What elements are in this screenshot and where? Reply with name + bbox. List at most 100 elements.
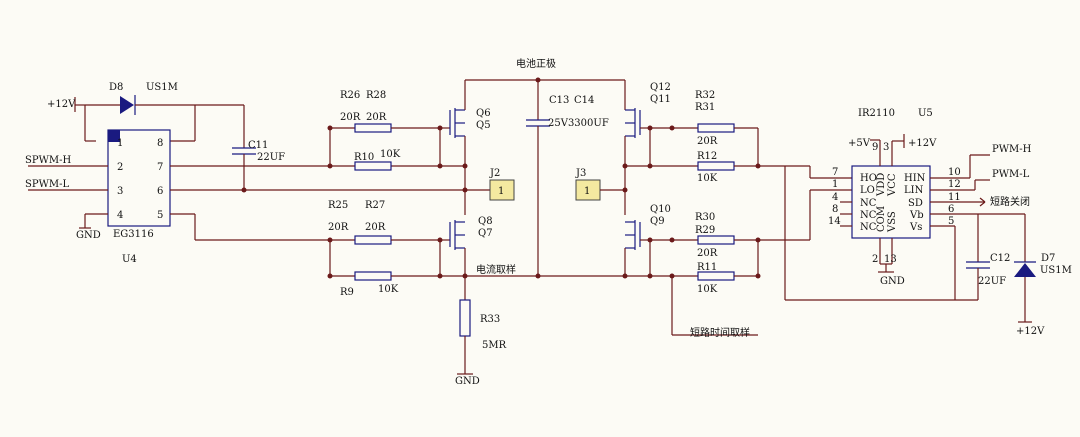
r11-value: 10K bbox=[697, 284, 718, 295]
current-sense-label: 电流取样 bbox=[476, 263, 516, 276]
eg3116-label: EG3116 bbox=[113, 229, 154, 240]
gnd-u4-label: GND bbox=[76, 230, 101, 241]
r10-value: 10K bbox=[380, 149, 401, 160]
r9-label: R9 bbox=[340, 287, 354, 298]
q8-q7-mosfet bbox=[440, 220, 465, 250]
q6-q5-mosfet bbox=[440, 108, 465, 138]
u5-num-12: 12 bbox=[948, 179, 961, 190]
r10-label: R10 bbox=[354, 152, 374, 163]
r30-r29-resistor bbox=[697, 235, 735, 245]
u5-num-7: 7 bbox=[832, 167, 838, 178]
u4-pin-4: 4 bbox=[117, 210, 123, 221]
u5-pin-lo: LO bbox=[860, 185, 875, 196]
u5-label: U5 bbox=[918, 108, 933, 119]
short-time-sense-label: 短路时间取样 bbox=[690, 326, 750, 339]
r11-resistor bbox=[697, 271, 735, 281]
plus12-left-label: +12V bbox=[47, 99, 76, 110]
d7-diode bbox=[1014, 214, 1036, 323]
d7-label: D7 bbox=[1041, 253, 1055, 264]
r31-label: R31 bbox=[695, 102, 715, 113]
r27-value: 20R bbox=[365, 222, 386, 233]
u5-num-13: 13 bbox=[884, 254, 897, 265]
u5-pin-com: COM bbox=[876, 206, 887, 232]
r25-r27-resistor bbox=[354, 235, 392, 245]
r26-label: R26 bbox=[340, 90, 360, 101]
r25-value: 20R bbox=[328, 222, 349, 233]
d8-part-label: US1M bbox=[146, 82, 178, 93]
r12-label: R12 bbox=[697, 151, 717, 162]
j3-label: J3 bbox=[575, 168, 586, 179]
q7-label: Q7 bbox=[478, 228, 493, 239]
plus12-d7-label: +12V bbox=[1016, 326, 1045, 337]
u5-pin-vss: VSS bbox=[887, 211, 898, 233]
q9-label: Q9 bbox=[650, 216, 665, 227]
u5-num-4: 4 bbox=[832, 192, 838, 203]
r26-value: 20R bbox=[340, 112, 361, 123]
r9-resistor bbox=[354, 271, 392, 281]
u4-pin-8: 8 bbox=[157, 138, 163, 149]
r32-value: 20R bbox=[697, 136, 718, 147]
u5-pin-nc2: NC bbox=[860, 210, 877, 221]
u4-pin-2: 2 bbox=[117, 162, 123, 173]
pwm-h-label: PWM-H bbox=[992, 144, 1032, 155]
u4-pin-6: 6 bbox=[157, 186, 163, 197]
c11-label: C11 bbox=[248, 140, 268, 151]
r32-r31-resistor bbox=[697, 123, 735, 133]
c14-label: C14 bbox=[574, 95, 594, 106]
u5-num-5: 5 bbox=[948, 216, 954, 227]
u5-pin-lin: LIN bbox=[904, 185, 924, 196]
q8-label: Q8 bbox=[478, 216, 493, 227]
u5-num-9: 9 bbox=[872, 142, 878, 153]
u5-num-1: 1 bbox=[832, 179, 838, 190]
u5-num-8: 8 bbox=[832, 204, 838, 215]
short-off-label: 短路关闭 bbox=[990, 195, 1030, 208]
r28-value: 20R bbox=[366, 112, 387, 123]
u4-pin-5: 5 bbox=[157, 210, 163, 221]
r33-label: R33 bbox=[480, 314, 500, 325]
r12-value: 10K bbox=[697, 173, 718, 184]
r32-label: R32 bbox=[695, 90, 715, 101]
d7-part-label: US1M bbox=[1040, 265, 1072, 276]
j2-pin: 1 bbox=[498, 186, 504, 197]
u5-num-11: 11 bbox=[948, 192, 961, 203]
u5-pin-hin: HIN bbox=[904, 173, 926, 184]
r12-resistor bbox=[697, 161, 735, 171]
r25-label: R25 bbox=[328, 200, 348, 211]
u5-num-3: 3 bbox=[883, 142, 889, 153]
j2-label: J2 bbox=[489, 168, 500, 179]
gnd-u5-label: GND bbox=[880, 276, 905, 287]
q12-q11-mosfet bbox=[625, 108, 650, 138]
u5-pin-vcc: VCC bbox=[887, 173, 898, 197]
j2-connector bbox=[489, 179, 515, 201]
u5-pin-vdd: VDD bbox=[876, 173, 887, 197]
u5-num-2: 2 bbox=[872, 254, 878, 265]
r27-label: R27 bbox=[365, 200, 385, 211]
u4-label: U4 bbox=[122, 254, 137, 265]
u4-pin-3: 3 bbox=[117, 186, 123, 197]
plus12-u5-label: +12V bbox=[908, 138, 937, 149]
u5-num-6: 6 bbox=[948, 204, 954, 215]
c12-value: 22UF bbox=[978, 276, 1006, 287]
pwm-l-label: PWM-L bbox=[992, 169, 1030, 180]
r29-label: R29 bbox=[695, 225, 715, 236]
r10-resistor bbox=[354, 161, 392, 171]
q6-label: Q6 bbox=[476, 108, 491, 119]
d8-label: D8 bbox=[109, 82, 123, 93]
r30-label: R30 bbox=[695, 212, 715, 223]
q12-label: Q12 bbox=[650, 82, 671, 93]
r28-label: R28 bbox=[366, 90, 386, 101]
u4-pin-7: 7 bbox=[157, 162, 163, 173]
u4-pin-1: 1 bbox=[117, 138, 123, 149]
c13-label: C13 bbox=[549, 95, 569, 106]
j3-pin: 1 bbox=[584, 186, 590, 197]
u5-pin-nc1: NC bbox=[860, 198, 877, 209]
u5-pin-nc3: NC bbox=[860, 222, 877, 233]
u5-pin-sd: SD bbox=[908, 198, 923, 209]
q5-label: Q5 bbox=[476, 120, 491, 131]
c13-value: 25V3300UF bbox=[548, 118, 609, 129]
r9-value: 10K bbox=[378, 284, 399, 295]
u5-pin-ho: HO bbox=[860, 173, 877, 184]
q11-label: Q11 bbox=[650, 94, 671, 105]
q10-q9-mosfet bbox=[625, 220, 650, 250]
